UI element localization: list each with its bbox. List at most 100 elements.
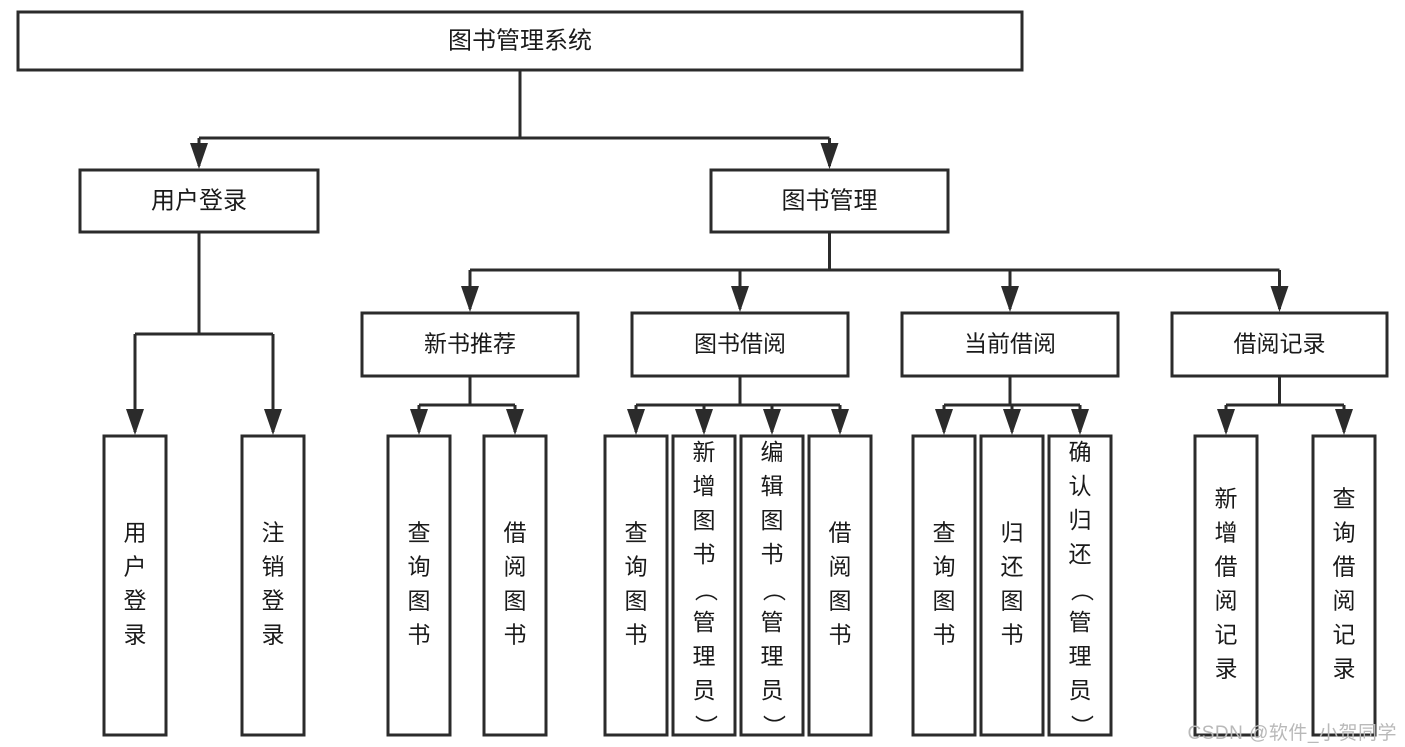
node-label-char: 管 <box>761 609 784 635</box>
arrow-head <box>1217 409 1235 435</box>
node-label-char: 户 <box>124 554 147 580</box>
node-label-char: 管 <box>1069 609 1092 635</box>
node-label-char: ） <box>761 715 787 738</box>
node-l-nb-query[interactable]: 查询图书查询图书 <box>386 434 452 737</box>
node-label-char: 登 <box>124 588 147 614</box>
node-label-char: 录 <box>1333 656 1356 682</box>
node-box <box>911 434 977 737</box>
node-label-char: （ <box>693 579 719 602</box>
node-box <box>1311 434 1377 737</box>
node-label-char: 销 <box>262 554 285 580</box>
arrow-head <box>410 409 428 435</box>
node-label-char: 认 <box>1069 473 1092 499</box>
node-box <box>1170 311 1389 378</box>
node-label-char: 员 <box>1069 677 1092 703</box>
node-label-char: 编 <box>761 439 784 465</box>
node-box <box>16 10 1024 72</box>
node-l-cu-return[interactable]: 归还图书归还图书 <box>979 434 1045 737</box>
node-label-char: 录 <box>124 622 147 648</box>
node-l-re-add[interactable]: 新增借阅记录新增借阅记录 <box>1193 434 1259 737</box>
node-label-char: 图 <box>933 588 956 614</box>
arrow-head <box>1003 409 1021 435</box>
node-label-char: （ <box>761 579 787 602</box>
node-l-logout[interactable]: 注销登录注销登录 <box>240 434 306 737</box>
node-box <box>709 168 950 234</box>
node-box <box>807 434 873 737</box>
node-label-char: 归 <box>1069 507 1092 533</box>
node-label-char: 书 <box>761 541 784 567</box>
node-label-char: 阅 <box>829 554 852 580</box>
node-label-char: 还 <box>1001 554 1024 580</box>
node-label-char: 询 <box>1333 520 1356 546</box>
node-box <box>102 434 168 737</box>
node-label-char: 书 <box>625 622 648 648</box>
node-l-bo-borrow[interactable]: 借阅图书借阅图书 <box>807 434 873 737</box>
node-label: 图书借阅 <box>694 331 786 357</box>
node-label-char: 借 <box>504 520 527 546</box>
node-box <box>900 311 1120 378</box>
arrow-head <box>763 409 781 435</box>
node-label-char: 图 <box>829 588 852 614</box>
node-l-login[interactable]: 用户登录用户登录 <box>102 434 168 737</box>
node-label: 图书管理系统 <box>448 27 592 54</box>
node-borrow[interactable]: 图书借阅 <box>630 311 850 378</box>
node-label-char: 图 <box>408 588 431 614</box>
node-label-char: 图 <box>1001 588 1024 614</box>
node-label: 新书推荐 <box>424 331 516 357</box>
arrow-head <box>731 286 749 312</box>
node-l-nb-borrow[interactable]: 借阅图书借阅图书 <box>482 434 548 737</box>
node-box <box>78 168 320 234</box>
node-bookmgmt[interactable]: 图书管理 <box>709 168 950 234</box>
node-label-char: 书 <box>408 622 431 648</box>
node-label-char: 图 <box>625 588 648 614</box>
node-label-char: 查 <box>1333 486 1356 512</box>
node-label-char: 阅 <box>1215 588 1238 614</box>
node-label-char: 图 <box>693 507 716 533</box>
node-label-char: 员 <box>761 677 784 703</box>
node-newbook[interactable]: 新书推荐 <box>360 311 580 378</box>
node-label-char: 确 <box>1069 439 1092 465</box>
node-label-char: 理 <box>693 643 716 669</box>
node-box <box>1047 434 1113 737</box>
node-label-char: 书 <box>933 622 956 648</box>
node-label-char: 询 <box>408 554 431 580</box>
node-label-char: 新 <box>693 439 716 465</box>
arrow-head <box>264 409 282 435</box>
node-label-char: 增 <box>1215 520 1238 546</box>
arrow-head <box>506 409 524 435</box>
arrow-head <box>1270 286 1289 312</box>
node-box <box>603 434 669 737</box>
node-l-bo-query[interactable]: 查询图书查询图书 <box>603 434 669 737</box>
node-label-char: 阅 <box>504 554 527 580</box>
node-label: 当前借阅 <box>964 331 1056 357</box>
watermark-text: CSDN @软件_小贺同学 <box>1187 723 1397 744</box>
arrow-head <box>627 409 645 435</box>
node-label-char: 归 <box>1001 520 1024 546</box>
node-login[interactable]: 用户登录 <box>78 168 320 234</box>
node-root[interactable]: 图书管理系统 <box>16 10 1024 72</box>
node-label-char: 增 <box>693 473 716 499</box>
arrow-head <box>695 409 713 435</box>
node-l-cu-query[interactable]: 查询图书查询图书 <box>911 434 977 737</box>
node-label-char: 辑 <box>761 473 784 499</box>
node-label-char: 管 <box>693 609 716 635</box>
arrow-head <box>1071 409 1089 435</box>
node-label-char: 借 <box>1215 554 1238 580</box>
node-box <box>240 434 306 737</box>
node-current[interactable]: 当前借阅 <box>900 311 1120 378</box>
node-records[interactable]: 借阅记录 <box>1170 311 1389 378</box>
node-label-char: 录 <box>262 622 285 648</box>
node-label-char: 图 <box>504 588 527 614</box>
node-label-char: 查 <box>625 520 648 546</box>
node-l-re-query[interactable]: 查询借阅记录查询借阅记录 <box>1311 434 1377 737</box>
node-label-char: 书 <box>504 622 527 648</box>
node-label: 用户登录 <box>151 187 247 214</box>
node-label-char: 录 <box>1215 656 1238 682</box>
node-label-char: 借 <box>829 520 852 546</box>
node-layer: 图书管理系统用户登录图书管理新书推荐图书借阅当前借阅借阅记录用户登录用户登录注销… <box>16 10 1389 738</box>
node-label-char: 图 <box>761 507 784 533</box>
node-label-char: 书 <box>829 622 852 648</box>
